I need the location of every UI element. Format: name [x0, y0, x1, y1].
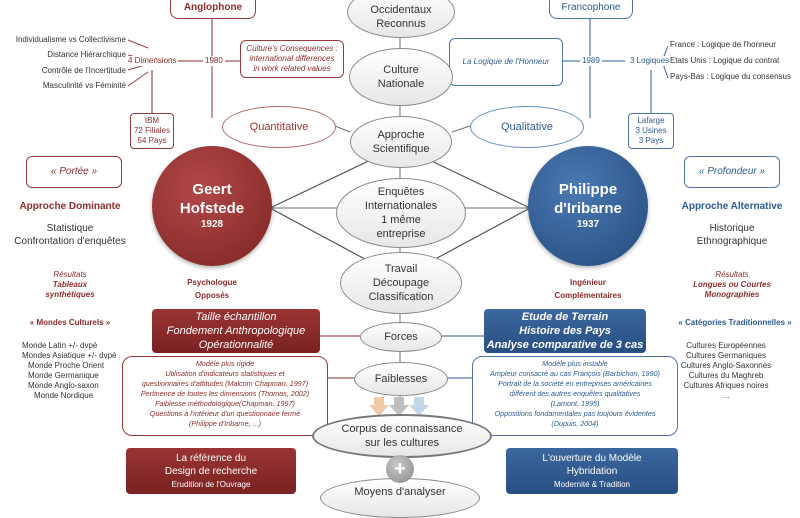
- dimensions-count: 4 Dimensions: [126, 56, 179, 66]
- iribarne-traits: Ingénieur Complémentaires: [554, 278, 622, 300]
- forces-left-box: Taille échantillon Fondement Anthropolog…: [152, 309, 320, 353]
- francophone-label: Francophone: [561, 2, 621, 13]
- ibm-box: IBM 72 Filiales 54 Pays: [130, 113, 174, 149]
- culture-item: Cultures du Maghreb: [688, 371, 764, 380]
- monde-item: Monde Latin +/- dvpé: [22, 341, 98, 350]
- approche-alternative-block: Approche Alternative Historique Ethnogra…: [664, 200, 800, 248]
- monde-item: Mondes Asiatique +/- dvpé: [22, 351, 117, 360]
- forces-ellipse: Forces: [360, 322, 442, 352]
- mondes-list: Monde Latin +/- dvpé Mondes Asiatique +/…: [22, 341, 142, 401]
- hofstede-traits: Psychologue Opposés: [187, 278, 237, 300]
- dimension-item: Masculinité vs Féminité: [42, 81, 126, 90]
- categories-label: « Catégories Traditionnelles »: [678, 318, 792, 327]
- dimension-item: Individualisme vs Collectivisme: [15, 35, 126, 44]
- profondeur-box: « Profondeur »: [684, 156, 780, 188]
- reference-design-box: La référence du Design de recherche Erud…: [126, 448, 296, 494]
- approche-dominante-title: Approche Dominante: [19, 201, 121, 212]
- culture-item: Cultures Afriques noires: [683, 381, 769, 390]
- francophone-tab: Francophone: [549, 0, 633, 19]
- mondes-culturels-label: « Mondes Culturels »: [29, 318, 111, 327]
- cultures-consequences-box: Culture's Consequences : international d…: [240, 40, 344, 78]
- hofstede-circle: Geert Hofstede 1928: [152, 146, 272, 266]
- culture-nationale-ellipse: Culture Nationale: [349, 48, 453, 106]
- logiques-count: 3 Logiques: [628, 56, 672, 66]
- monde-item: Monde Anglo-saxon: [28, 381, 99, 390]
- faiblesses-right-box: Modèle plus instable Ampleur consacré au…: [472, 356, 678, 436]
- culture-item: Cultures Européennes: [686, 341, 766, 350]
- anglophone-tab: Anglophone: [170, 0, 256, 19]
- approche-alternative-title: Approche Alternative: [681, 201, 783, 212]
- culture-item: Cultures Germaniques: [685, 351, 767, 360]
- quantitative-ellipse: Quantitative: [222, 106, 336, 148]
- resultats-right: Résultats Longues ou Courtes Monographie…: [693, 270, 771, 299]
- hofstede-year-1980: 1980: [203, 56, 225, 66]
- portee-box: « Portée »: [26, 156, 122, 188]
- anglophone-label: Anglophone: [183, 2, 243, 13]
- faiblesses-ellipse: Faiblesses: [354, 362, 448, 396]
- iribarne-circle: Philippe d'Iribarne 1937: [528, 146, 648, 266]
- qualitative-ellipse: Qualitative: [470, 106, 584, 148]
- monde-item: Monde Germanique: [28, 371, 99, 380]
- moyens-ellipse: Moyens d'analyser: [320, 478, 480, 518]
- logique-item: Pays-Bas : Logique du consensus: [670, 72, 791, 81]
- approche-scientifique-ellipse: Approche Scientifique: [350, 116, 452, 168]
- culture-item: ...: [722, 391, 730, 400]
- faiblesses-left-box: Modèle plus rigide Utilisation d'indicat…: [122, 356, 328, 436]
- iribarne-year-1989: 1989: [580, 56, 602, 66]
- travail-ellipse: Travail Découpage Classification: [340, 252, 462, 314]
- logique-item: France : Logique de l'honneur: [670, 40, 777, 49]
- approche-dominante-block: Approche Dominante Statistique Confronta…: [0, 200, 140, 248]
- dimension-item: Contrôle de l'Incertitude: [41, 66, 126, 75]
- cultures-list: Cultures Européennes Cultures Germanique…: [674, 341, 778, 401]
- culture-item: Cultures Anglo-Saxonnes: [680, 361, 772, 370]
- enquetes-ellipse: Enquêtes Internationales 1 même entrepri…: [336, 178, 466, 248]
- resultats-left: Résultats Tableaux synthétiques: [45, 270, 95, 299]
- logiques-list: France : Logique de l'honneur Etats Unis…: [670, 40, 800, 88]
- lafarge-box: Lafarge 3 Usines 3 Pays: [628, 113, 674, 149]
- plus-icon: +: [386, 455, 414, 483]
- logique-item: Etats Unis : Logique du contrat: [670, 56, 780, 65]
- occidentaux-ellipse: Occidentaux Reconnus: [347, 0, 455, 38]
- ouverture-modele-box: L'ouverture du Modèle Hybridation Modern…: [506, 448, 678, 494]
- corpus-ellipse: Corpus de connaissance sur les cultures: [312, 414, 492, 458]
- monde-item: Monde Nordique: [34, 391, 94, 400]
- logique-honneur-box: La Logique de l'Honneur: [449, 38, 563, 86]
- dimensions-list: Individualisme vs Collectivisme Distance…: [0, 35, 126, 96]
- dimension-item: Distance Hiérarchique: [47, 50, 126, 59]
- monde-item: Monde Proche Orient: [28, 361, 105, 370]
- forces-right-box: Etude de Terrain Histoire des Pays Analy…: [484, 309, 646, 353]
